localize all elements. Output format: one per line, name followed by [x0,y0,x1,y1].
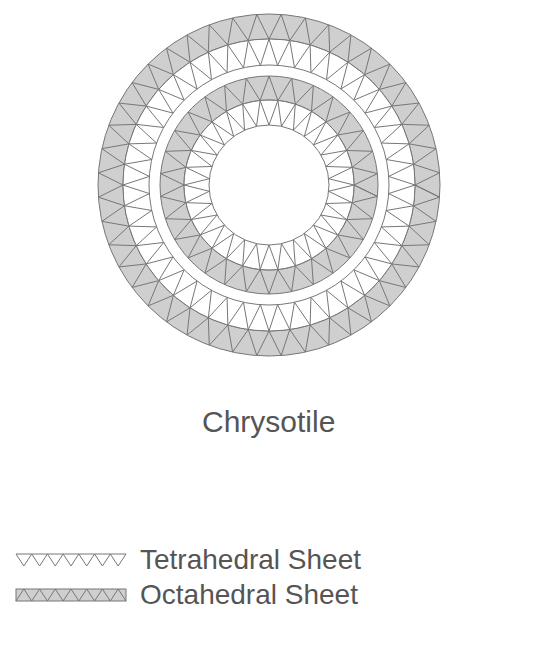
band-edge [209,125,329,245]
tetrahedral-triangles [184,100,354,269]
figure-label: Chrysotile [202,405,335,438]
chrysotile-rings [98,14,440,356]
legend-text: Tetrahedral Sheet [140,545,361,576]
band-edge [123,39,415,331]
octahedral-zigzag [161,76,378,294]
band-edge [149,65,389,305]
tetrahedral-sample [16,554,126,566]
octahedral-band [111,27,428,344]
band-edge [184,100,354,270]
octahedral-sample [16,589,126,601]
band-edge [184,100,354,270]
band-edge [98,14,440,356]
octahedral-zigzag [98,14,439,355]
legend-samples [16,554,126,601]
tetrahedral-sample [16,554,126,555]
band-edge [123,39,415,331]
octahedral-sample [16,589,126,601]
tetrahedral-triangles [123,39,415,331]
legend-text: Octahedral Sheet [140,580,358,611]
band-edge [160,76,378,294]
